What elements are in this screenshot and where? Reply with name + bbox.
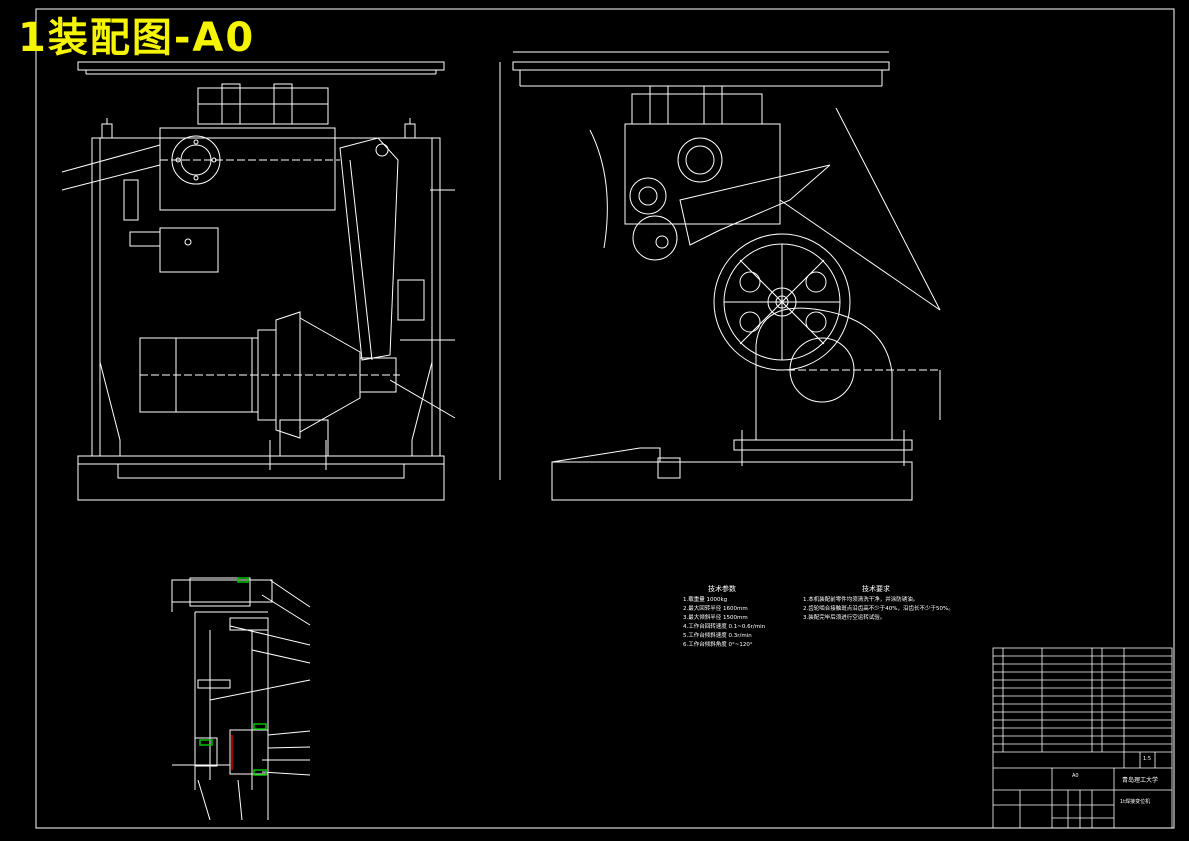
section-detail — [171, 577, 311, 821]
title-block-school: 青岛理工大学 — [1122, 777, 1159, 784]
tech-param-item: 4.工作台回转速度 0.1~0.6r/min — [683, 624, 766, 630]
section-accents — [199, 577, 267, 776]
tech-requirement-item: 1.本机装配前零件均须清洗干净，并涂防锈油。 — [803, 597, 919, 603]
title-block — [992, 647, 1173, 829]
tech-requirements-list: 1.本机装配前零件均须清洗干净，并涂防锈油。 2.齿轮啮合接触斑点沿齿高不少于4… — [803, 596, 973, 623]
tech-requirement-item: 2.齿轮啮合接触斑点沿齿高不少于40%，沿齿长不少于50%。 — [803, 606, 954, 612]
tech-param-item: 1.载重量 1000kg — [683, 597, 728, 603]
drawing-title: 1装配图-A0 — [18, 15, 256, 61]
tech-param-item: 3.最大倾斜半径 1500mm — [683, 615, 748, 621]
tech-param-item: 6.工作台倾斜角度 0°~120° — [683, 642, 753, 648]
front-view — [61, 61, 456, 501]
tech-param-item: 5.工作台倾斜速度 0.3r/min — [683, 633, 752, 639]
side-view — [499, 51, 941, 501]
tech-params-list: 1.载重量 1000kg 2.最大回转半径 1600mm 3.最大倾斜半径 15… — [683, 596, 793, 650]
title-block-sheet: A0 — [1072, 773, 1079, 779]
tech-params-heading: 技术参数 — [708, 585, 736, 593]
title-block-drawing-name: 1t焊接变位机 — [1120, 799, 1151, 805]
tech-param-item: 2.最大回转半径 1600mm — [683, 606, 748, 612]
title-block-scale: 1:5 — [1143, 756, 1152, 762]
tech-requirement-item: 3.装配完毕后须进行空运转试验。 — [803, 615, 886, 621]
drawing-border — [35, 8, 1175, 829]
tech-requirements-heading: 技术要求 — [862, 585, 890, 593]
